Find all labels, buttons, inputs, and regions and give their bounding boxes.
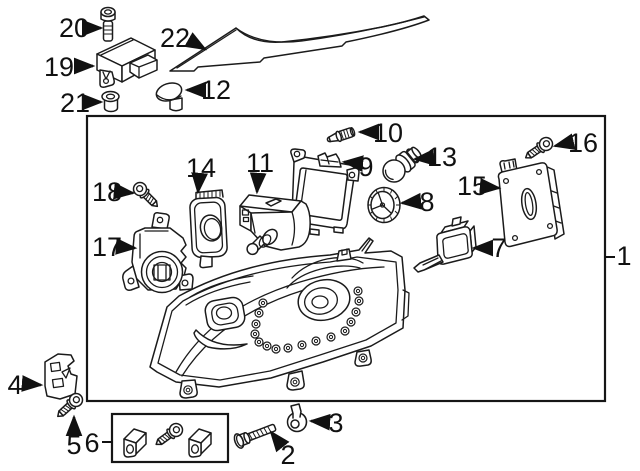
callout-22[interactable]: 22 [160, 23, 208, 53]
part-upper-control-module-19 [96, 37, 158, 88]
callout-11-label[interactable]: 11 [246, 148, 274, 178]
callout-21[interactable]: 21 [60, 88, 104, 118]
callout-4[interactable]: 4 [7, 370, 44, 400]
callout-12-label[interactable]: 12 [201, 75, 231, 105]
callout-19[interactable]: 19 [44, 52, 96, 82]
part-cover-cap-8 [367, 186, 401, 224]
callout-12[interactable]: 12 [184, 75, 231, 105]
callout-9-label[interactable]: 9 [358, 152, 373, 182]
part-mounting-bracket-4 [44, 353, 78, 400]
callout-3-label[interactable]: 3 [328, 408, 343, 438]
part-bulb-socket-13 [382, 146, 422, 183]
part-module-bolt-20 [100, 6, 116, 42]
callout-6-label[interactable]: 6 [84, 428, 99, 458]
part-module-screw-16 [521, 134, 556, 164]
callout-15[interactable]: 15 [457, 171, 502, 201]
callout-20-label[interactable]: 20 [59, 13, 89, 43]
callout-13[interactable]: 13 [412, 142, 457, 172]
callout-19-label[interactable]: 19 [44, 52, 74, 82]
assembly-box-outline [85, 114, 607, 403]
part-igniter-unit-17 [122, 212, 194, 294]
callout-14[interactable]: 14 [186, 153, 216, 195]
callout-11[interactable]: 11 [246, 148, 274, 195]
callout-14-label[interactable]: 14 [186, 153, 216, 183]
callout-3[interactable]: 3 [308, 408, 344, 438]
callout-20[interactable]: 20 [59, 13, 104, 43]
part-small-bulb-10 [326, 127, 356, 143]
part-headlamp-assembly [149, 237, 410, 399]
callout-22-label[interactable]: 22 [160, 23, 190, 53]
part-trim-strip-22 [169, 15, 430, 72]
callout-4-label[interactable]: 4 [7, 370, 22, 400]
part-hole-cap-12 [155, 82, 183, 112]
callout-21-label[interactable]: 21 [60, 88, 90, 118]
part-mounting-bolt-2 [233, 423, 277, 449]
callout-15-label[interactable]: 15 [457, 171, 487, 201]
part-control-module-15 [497, 158, 565, 248]
part-leveling-motor-11 [239, 194, 311, 256]
callout-2-label[interactable]: 2 [280, 440, 295, 470]
callout-10[interactable]: 10 [357, 118, 403, 148]
callout-9[interactable]: 9 [341, 152, 374, 182]
callout-8-label[interactable]: 8 [419, 187, 434, 217]
callout-8[interactable]: 8 [399, 187, 435, 217]
callout-17[interactable]: 17 [92, 232, 138, 262]
callout-16[interactable]: 16 [552, 128, 598, 158]
part-grommet-21 [101, 90, 120, 113]
callout-18-label[interactable]: 18 [92, 177, 122, 207]
led-dot-row [250, 286, 364, 354]
part-retaining-nut-3 [286, 403, 308, 433]
hardware-kit-box [110, 412, 230, 464]
part-bracket-plate-14 [189, 189, 228, 269]
callout-13-label[interactable]: 13 [427, 142, 457, 172]
callout-1-label[interactable]: 1 [616, 241, 631, 271]
callout-1[interactable]: 1 [605, 241, 632, 271]
callout-5-label[interactable]: 5 [66, 430, 81, 460]
part-hid-bulb-7 [413, 216, 477, 273]
callout-6[interactable]: 6 [84, 428, 113, 458]
callout-7-label[interactable]: 7 [491, 233, 506, 263]
callout-18[interactable]: 18 [92, 177, 136, 207]
part-igniter-screw-18 [130, 179, 163, 212]
callout-5[interactable]: 5 [65, 414, 83, 460]
callout-17-label[interactable]: 17 [92, 232, 122, 262]
callout-10-label[interactable]: 10 [373, 118, 403, 148]
callout-7[interactable]: 7 [471, 233, 507, 263]
callout-16-label[interactable]: 16 [568, 128, 598, 158]
callout-2[interactable]: 2 [269, 430, 296, 470]
